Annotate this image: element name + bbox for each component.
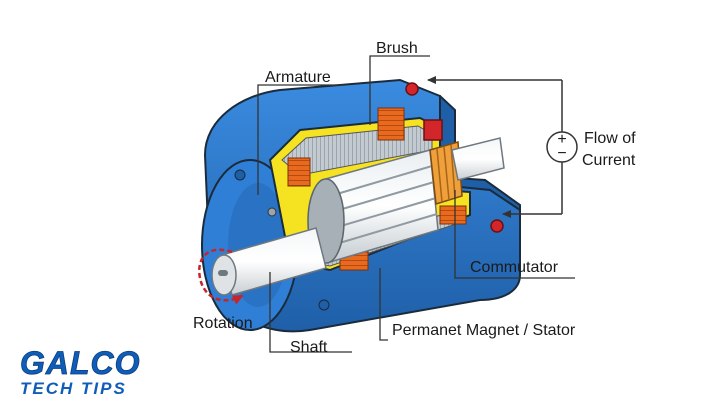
label-commutator: Commutator: [470, 259, 559, 276]
brush-block: [423, 119, 443, 141]
rotation-arrow-icon: [198, 248, 244, 305]
minus-symbol: −: [557, 145, 566, 162]
label-flow-line1: Flow of: [584, 130, 636, 147]
field-coil-1: [377, 107, 405, 141]
bolt-icon: [318, 299, 330, 311]
bolt-icon: [267, 207, 277, 217]
label-armature: Armature: [265, 69, 331, 86]
leader-brush: [369, 55, 430, 125]
leader-stator: [379, 268, 388, 341]
logo-tagline: TECH TIPS: [20, 379, 127, 398]
bolt-icon: [234, 169, 246, 181]
commutator-segments: [436, 144, 456, 203]
field-coil-2: [287, 157, 311, 187]
label-rotation: Rotation: [193, 315, 253, 332]
terminal-bottom: [490, 219, 504, 233]
leader-lines: [257, 55, 575, 353]
galco-logo: GALCO TECH TIPS: [20, 345, 141, 398]
label-flow-line2: Current: [582, 152, 636, 169]
logo-brand: GALCO: [20, 345, 141, 381]
label-brush: Brush: [376, 40, 418, 57]
current-circuit: + −: [427, 76, 578, 218]
leader-armature: [257, 84, 345, 195]
label-shaft: Shaft: [290, 339, 328, 356]
motor-illustration: [201, 78, 521, 333]
terminal-top: [405, 82, 419, 96]
field-coil-4: [439, 205, 467, 225]
power-source-icon: [546, 131, 578, 163]
leader-shaft: [269, 272, 352, 353]
armature-slots: [329, 165, 438, 245]
plus-symbol: +: [557, 131, 566, 148]
shaft-rear: [451, 137, 505, 181]
shaft-keyway: [218, 270, 228, 276]
leader-commutator: [454, 190, 575, 279]
label-magnet-stator: Permanet Magnet / Stator: [392, 322, 576, 339]
